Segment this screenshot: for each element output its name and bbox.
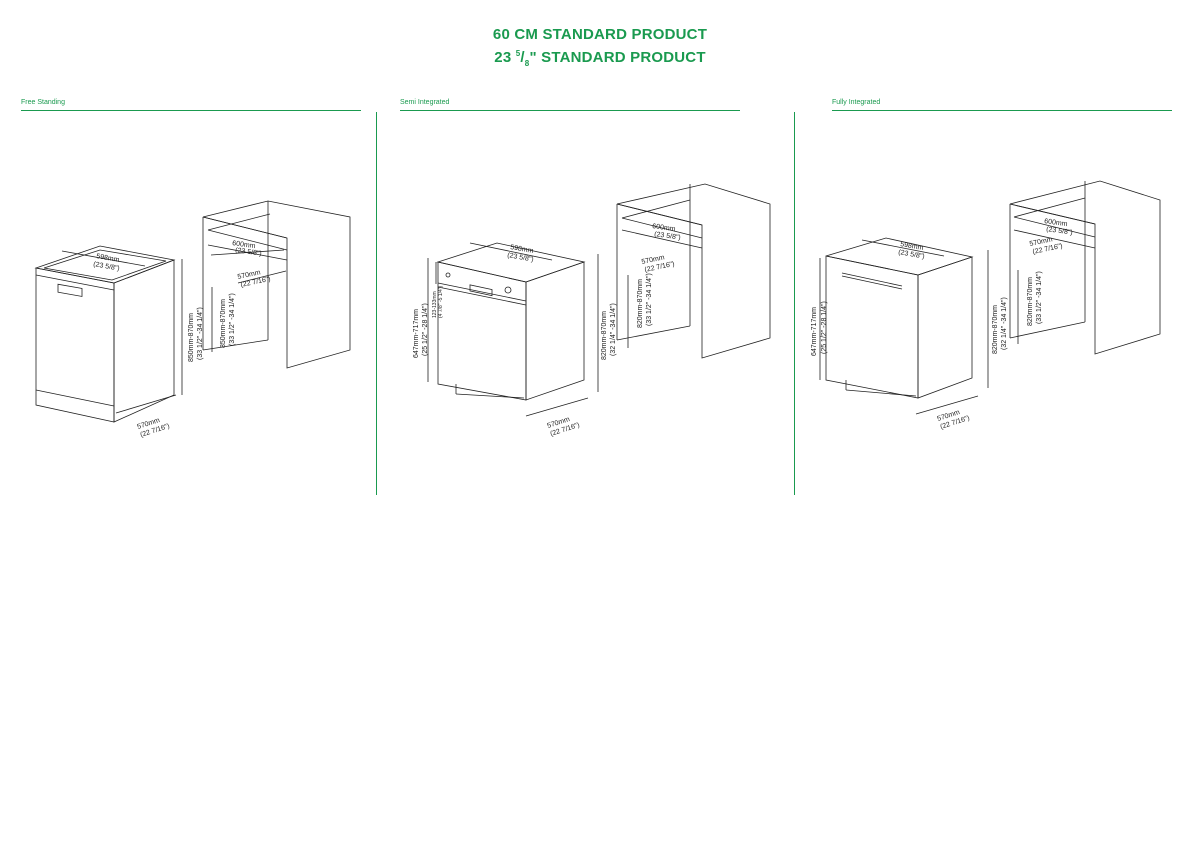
fi-niche-height-mm: 820mm-870mm [1027, 277, 1034, 326]
si-top-panel [436, 242, 586, 283]
section-divider-1 [376, 112, 377, 495]
si-niche-height-mm: 820mm-870mm [637, 279, 644, 328]
fi-front-panel [825, 255, 919, 399]
si-niche-height-in: (33 1/2" -34 1/4") [646, 273, 653, 326]
fs-niche-height-mm: 850mm-870mm [220, 299, 227, 348]
section-divider-2 [794, 112, 795, 495]
fs-niche-height-in: (33 1/2" -34 1/4") [229, 293, 236, 346]
fs-top-panel [34, 245, 176, 284]
fs-height-mm: 850mm-870mm [188, 313, 195, 362]
fi-niche-width-in: (23 5/8") [1046, 226, 1073, 237]
fs-width-in: (23 5/8") [93, 261, 120, 273]
fi-niche-depth-mm: 570mm [1029, 236, 1053, 248]
fi-niche-height-in: (33 1/2" -34 1/4") [1036, 271, 1043, 324]
title-inches-fraction-den: 8 [524, 59, 530, 68]
fi-door-height-in: (25 1/2" -28 1/4") [821, 301, 828, 354]
fs-width-mm: 598mm [96, 253, 120, 264]
fi-height-mm: 820mm-870mm [992, 305, 999, 354]
title-inches-number: 23 [494, 49, 512, 66]
fi-width-mm: 598mm [900, 241, 924, 252]
fi-side-panel [917, 256, 973, 399]
fs-niche-width-in: (23 5/8") [235, 247, 262, 258]
title-inches-rest: " STANDARD PRODUCT [529, 49, 706, 66]
si-door-height-in: (25 1/2" -28 1/4") [422, 303, 429, 356]
fs-niche-depth-mm: 570mm [237, 269, 261, 281]
section-label-semi-integrated: Semi Integrated [400, 99, 450, 106]
si-height-mm: 820mm-870mm [601, 311, 608, 360]
si-panel-mm: 123-133mm [432, 291, 438, 318]
si-niche-width-mm: 600mm [652, 223, 676, 233]
fs-niche-width-mm: 600mm [232, 240, 256, 250]
section-rule-free-standing [21, 110, 361, 111]
si-niche-depth-mm: 570mm [641, 254, 665, 266]
semi-integrated-diagram: 598mm (23 5/8") 570mm (22 7/16") 647mm-7… [413, 183, 771, 438]
si-niche-width-in: (23 5/8") [654, 231, 681, 242]
section-rule-semi-integrated [400, 110, 740, 111]
fi-niche-width-mm: 600mm [1044, 218, 1068, 228]
si-side-panel [525, 261, 585, 401]
title-inches-fraction-num: 5 [515, 49, 521, 58]
title-inches: 23 5/8" STANDARD PRODUCT [494, 49, 706, 68]
si-width-in: (23 5/8") [507, 252, 534, 264]
fs-height-in: (33 1/2" -34 1/4") [197, 307, 204, 360]
section-label-free-standing: Free Standing [21, 99, 65, 106]
si-width-mm: 598mm [510, 244, 534, 255]
fi-top-panel [825, 237, 974, 276]
fs-front-panel [35, 267, 115, 423]
si-front-panel [437, 261, 527, 401]
si-panel-in: (4 7/8" -5 1/4") [438, 285, 444, 318]
fully-integrated-diagram: 598mm (23 5/8") 570mm (22 7/16") 647mm-7… [811, 180, 1161, 431]
section-rule-fully-integrated [832, 110, 1172, 111]
si-door-height-mm: 647mm-717mm [413, 309, 420, 358]
section-label-fully-integrated: Fully Integrated [832, 99, 881, 106]
fi-door-height-mm: 647mm-717mm [811, 307, 818, 356]
free-standing-diagram: 598mm (23 5/8") 570mm (22 7/16") 850mm-8… [34, 200, 351, 439]
si-niche-outline [616, 183, 771, 359]
fs-side-panel [113, 259, 175, 423]
fi-width-in: (23 5/8") [898, 249, 925, 261]
fi-height-in: (32 1/4" -34 1/4") [1001, 297, 1008, 350]
title-cm: 60 CM STANDARD PRODUCT [492, 26, 708, 43]
si-height-in: (32 1/4" -34 1/4") [610, 303, 617, 356]
